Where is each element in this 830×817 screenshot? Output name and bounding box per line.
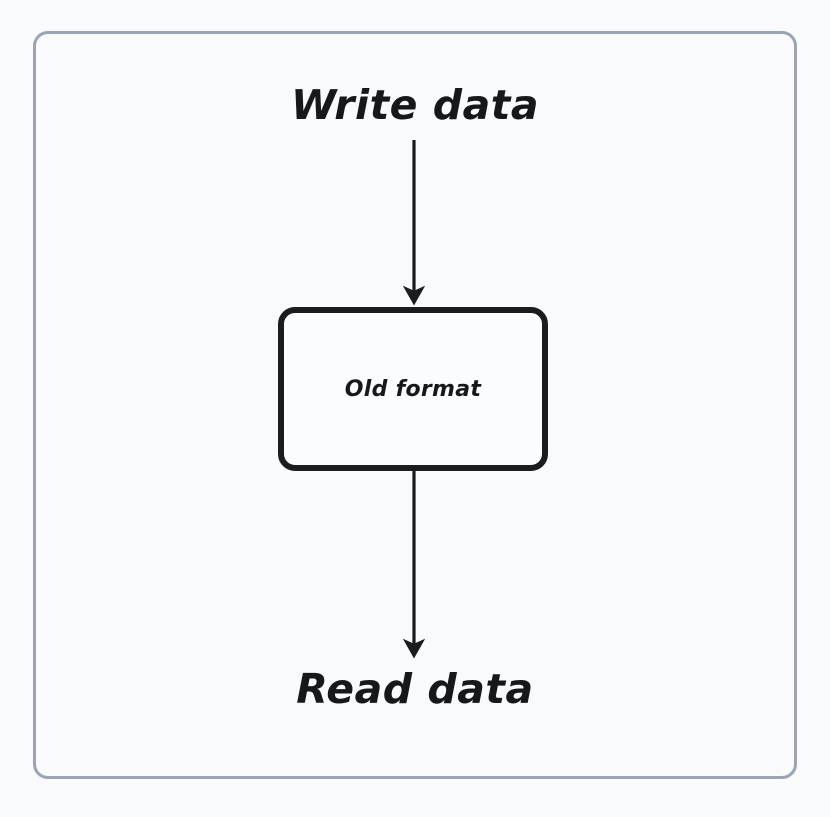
node-old-format-label: Old format — [344, 376, 482, 402]
label-read-data: Read data — [296, 665, 534, 713]
label-write-data: Write data — [290, 81, 540, 129]
node-old-format[interactable]: Old format — [278, 307, 548, 471]
